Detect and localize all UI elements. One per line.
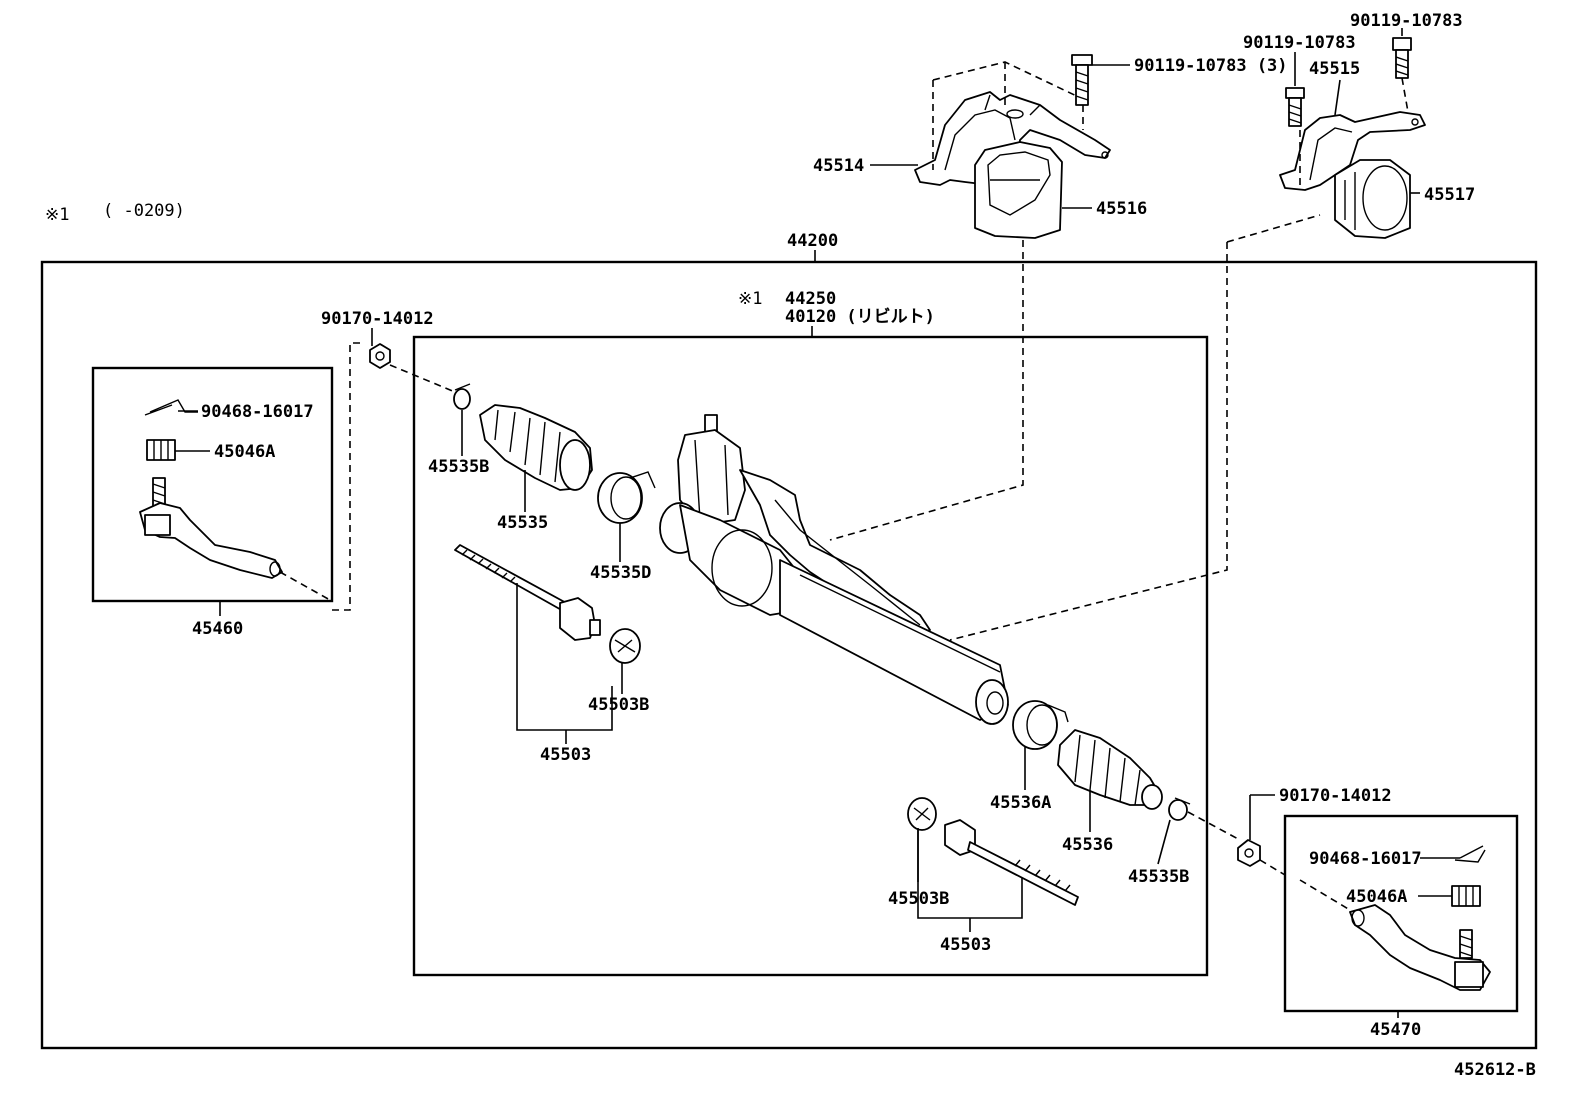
label-washer-r: 45503B: [888, 889, 949, 909]
inner-assembly-frame: [412, 335, 1209, 977]
castle-nut-icon: [146, 439, 176, 461]
label-boot-l: 45535: [497, 513, 548, 533]
label-clip-r: 45535B: [1128, 867, 1189, 887]
label-rod-l: 45503: [540, 745, 591, 765]
nut-icon: [1237, 839, 1261, 867]
outer-assembly-frame: [40, 260, 1538, 1050]
band-icon: [1012, 700, 1069, 750]
nut-icon: [369, 343, 391, 369]
tie-rod-end-icon: [139, 477, 283, 579]
label-nut-r: 90170-14012: [1279, 786, 1392, 806]
left-tie-rod-end-frame: [91, 366, 334, 603]
castle-nut-icon: [1451, 885, 1481, 907]
bolt-icon: [1285, 87, 1305, 127]
label-bush-r: 45517: [1424, 185, 1475, 205]
label-bracket-l: 45514: [813, 156, 864, 176]
washer-icon: [609, 628, 641, 664]
label-assembly-inner-2: 40120 (リビルト): [785, 307, 935, 327]
washer-icon: [907, 797, 937, 831]
diagram-id: 452612-B: [1454, 1060, 1536, 1080]
tie-rod-end-icon: [1349, 904, 1491, 991]
bushing-icon: [1334, 159, 1411, 239]
clip-icon: [1168, 797, 1191, 821]
label-bracket-r: 45515: [1309, 59, 1360, 79]
label-washer-l: 45503B: [588, 695, 649, 715]
note-mark: ※1: [45, 205, 69, 225]
boot-icon: [479, 404, 593, 491]
label-pin-l: 90468-16017: [201, 402, 314, 422]
bolt-icon: [1071, 54, 1093, 106]
clip-icon: [453, 383, 471, 410]
label-pin-r: 90468-16017: [1309, 849, 1422, 869]
boot-icon: [1057, 729, 1163, 810]
label-rod-r: 45503: [940, 935, 991, 955]
bushing-icon: [974, 141, 1063, 239]
label-assembly-inner-1: 44250: [785, 289, 836, 309]
label-bolt-3: 90119-10783 (3): [1134, 56, 1288, 76]
label-band-l: 45535D: [590, 563, 651, 583]
label-castle-r: 45046A: [1346, 887, 1407, 907]
label-tie-end-r: 45470: [1370, 1020, 1421, 1040]
label-band-r: 45536A: [990, 793, 1051, 813]
note-range: ( -0209): [103, 201, 185, 221]
bolt-icon: [1392, 37, 1412, 79]
rack-housing-icon: [659, 414, 1009, 725]
label-bush-l: 45516: [1096, 199, 1147, 219]
label-bolt-b: 90119-10783: [1350, 11, 1463, 31]
band-icon: [597, 471, 656, 524]
label-castle-l: 45046A: [214, 442, 275, 462]
cotter-pin-icon: [144, 399, 198, 416]
label-nut-l: 90170-14012: [321, 309, 434, 329]
cotter-pin-icon: [1454, 845, 1486, 863]
label-assembly-outer: 44200: [787, 231, 838, 251]
right-tie-rod-end-frame: [1283, 814, 1519, 1013]
bracket-icon: [1279, 111, 1426, 191]
label-boot-r: 45536: [1062, 835, 1113, 855]
label-assembly-mark: ※1: [738, 289, 762, 309]
bracket-dashed-outline: [932, 61, 1086, 170]
label-tie-end-l: 45460: [192, 619, 243, 639]
rack-end-icon: [944, 819, 1079, 906]
label-clip-l: 45535B: [428, 457, 489, 477]
rack-end-icon: [454, 544, 601, 641]
bracket-icon: [914, 91, 1111, 186]
label-bolt-a: 90119-10783: [1243, 33, 1356, 53]
